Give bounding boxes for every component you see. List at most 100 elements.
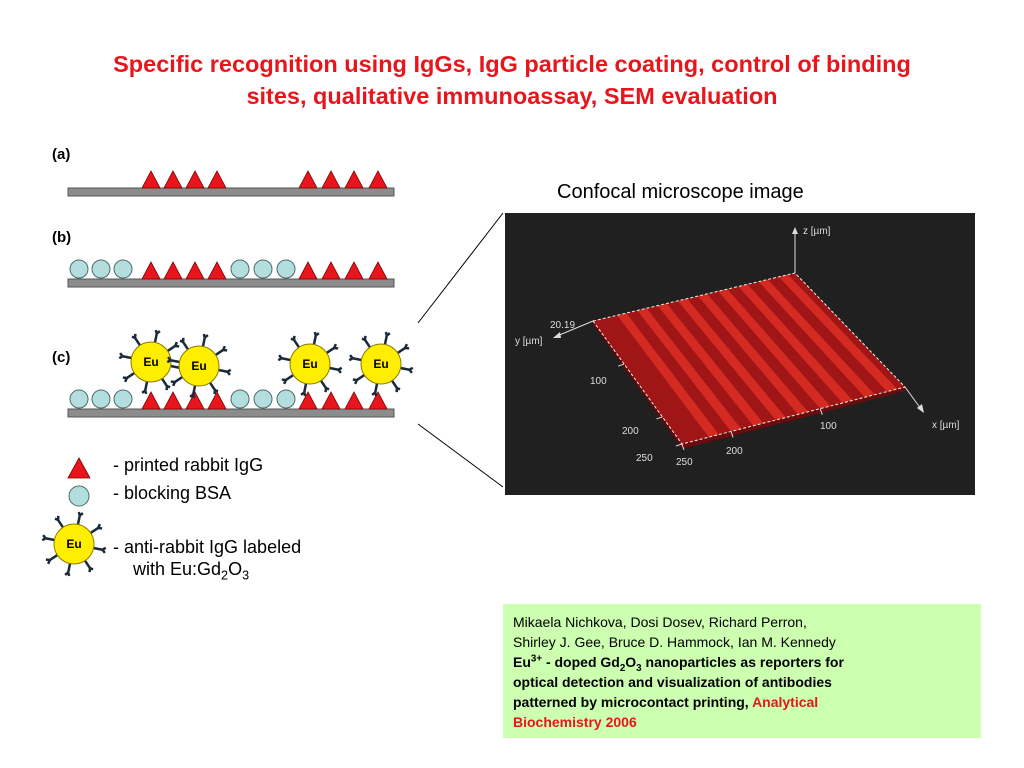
bsa-circle xyxy=(230,389,250,409)
igg-triangle xyxy=(298,261,318,280)
legend-anti-sub1: 2 xyxy=(221,568,229,583)
igg-triangle xyxy=(344,170,364,189)
particle-label: Eu xyxy=(66,537,81,551)
ref-o: O xyxy=(625,654,637,670)
surface-edge-front xyxy=(682,387,905,449)
antibody-stem xyxy=(329,366,339,371)
antibody-arm xyxy=(42,534,47,540)
ref-title-line-2: optical detection and visualization of a… xyxy=(513,674,832,690)
title-line-2: sites, qualitative immunoassay, SEM eval… xyxy=(246,83,778,109)
antibody-arm xyxy=(141,389,147,394)
y-axis-arrow xyxy=(553,332,561,338)
ref-authors-1: Mikaela Nichkova, Dosi Dosev, Richard Pe… xyxy=(513,614,807,630)
antibody-stem xyxy=(170,359,180,364)
igg-triangle xyxy=(185,170,205,189)
igg-triangle xyxy=(368,391,388,410)
z-axis-arrow xyxy=(792,227,798,234)
ref-t1: - doped Gd xyxy=(542,654,620,670)
x-axis-arrow xyxy=(917,404,924,413)
ref-line5: patterned by microcontact printing, xyxy=(513,694,753,710)
antibody-stem xyxy=(383,335,388,345)
substrate-b xyxy=(67,278,395,288)
antibody-arm xyxy=(408,368,413,374)
substrate-c xyxy=(67,408,395,418)
ref-sub2: 3 xyxy=(636,662,642,674)
igg-triangle xyxy=(185,261,205,280)
confocal-plot: z [µm] y [µm] x [µm] 20.19 100 200 250 2… xyxy=(515,226,960,468)
particle-core xyxy=(130,341,172,383)
antibody-arm xyxy=(226,370,231,376)
surface-ridge xyxy=(617,313,719,438)
antibody-arm xyxy=(349,354,354,360)
antibody-stem xyxy=(218,368,228,373)
y-tick xyxy=(656,416,663,420)
z-axis-label: z [µm] xyxy=(803,226,831,237)
igg-triangle xyxy=(344,391,364,410)
antibody-stem xyxy=(89,526,99,534)
surface-ridge xyxy=(758,279,875,398)
igg-triangle xyxy=(141,261,161,280)
igg-triangle xyxy=(298,170,318,189)
slide-title: Specific recognition using IgGs, IgG par… xyxy=(40,48,984,112)
legend-anti-line1: - anti-rabbit IgG labeled xyxy=(113,537,302,557)
antibody-stem xyxy=(356,374,366,382)
antibody-stem xyxy=(363,339,371,349)
eu-particle: Eu xyxy=(118,329,184,395)
igg-triangle xyxy=(141,170,161,189)
ref-title-line-1: Eu3+ - doped Gd2O3 nanoparticles as repo… xyxy=(513,652,971,674)
antibody-stem xyxy=(126,372,136,380)
igg-triangle xyxy=(163,170,183,189)
legend-anti-sub2: 3 xyxy=(242,568,250,583)
igg-triangle xyxy=(141,391,161,410)
particle-core xyxy=(360,343,402,385)
legend-anti-prefix: with Eu:Gd xyxy=(133,559,222,579)
bsa-circle xyxy=(91,259,111,279)
x-tick-label-3: 100 xyxy=(820,421,837,432)
antibody-stem xyxy=(67,563,72,573)
reference-box: Mikaela Nichkova, Dosi Dosev, Richard Pe… xyxy=(503,604,981,738)
eu-particle: Eu xyxy=(41,511,107,577)
y-tick xyxy=(675,443,683,447)
particle-core xyxy=(53,523,95,565)
x-axis-line xyxy=(904,386,922,410)
y-tick xyxy=(617,363,625,367)
antibody-arm xyxy=(371,391,377,396)
antibody-stem xyxy=(192,385,197,395)
antibody-arm xyxy=(189,393,195,398)
ref-journal-2: Biochemistry 2006 xyxy=(513,714,637,730)
antibody-stem xyxy=(374,383,379,393)
eu-particle: Eu xyxy=(166,333,232,399)
surface-ridge xyxy=(637,308,742,432)
frame-back xyxy=(592,272,906,388)
antibody-stem xyxy=(214,348,224,356)
legend-igg-triangle xyxy=(67,457,91,479)
antibody-stem xyxy=(201,337,206,347)
igg-triangle xyxy=(368,261,388,280)
legend-anti-line2: with Eu:Gd2O3 xyxy=(113,559,249,582)
particle-label: Eu xyxy=(373,357,388,371)
antibody-stem xyxy=(122,355,132,360)
surface-ridge xyxy=(718,289,831,409)
antibody-stem xyxy=(166,344,176,352)
igg-triangle xyxy=(163,391,183,410)
particle-label: Eu xyxy=(191,359,206,373)
igg-triangle xyxy=(298,391,318,410)
substrate-a xyxy=(67,187,395,197)
bsa-circle xyxy=(91,389,111,409)
igg-triangle xyxy=(344,261,364,280)
antibody-stem xyxy=(209,381,217,391)
y-tick-label-2: 200 xyxy=(622,426,639,437)
antibody-stem xyxy=(285,374,295,382)
surface-stripes xyxy=(617,274,898,438)
particle-label: Eu xyxy=(302,357,317,371)
igg-triangle xyxy=(321,170,341,189)
y-tick-label-3: 250 xyxy=(636,453,653,464)
igg-row-a xyxy=(141,170,388,189)
y-axis-line xyxy=(556,320,594,337)
bsa-circle xyxy=(253,259,273,279)
antibody-stem xyxy=(161,377,169,387)
particle-label: Eu xyxy=(143,355,158,369)
antibody-stem xyxy=(45,537,55,542)
antibody-arm xyxy=(78,512,84,517)
